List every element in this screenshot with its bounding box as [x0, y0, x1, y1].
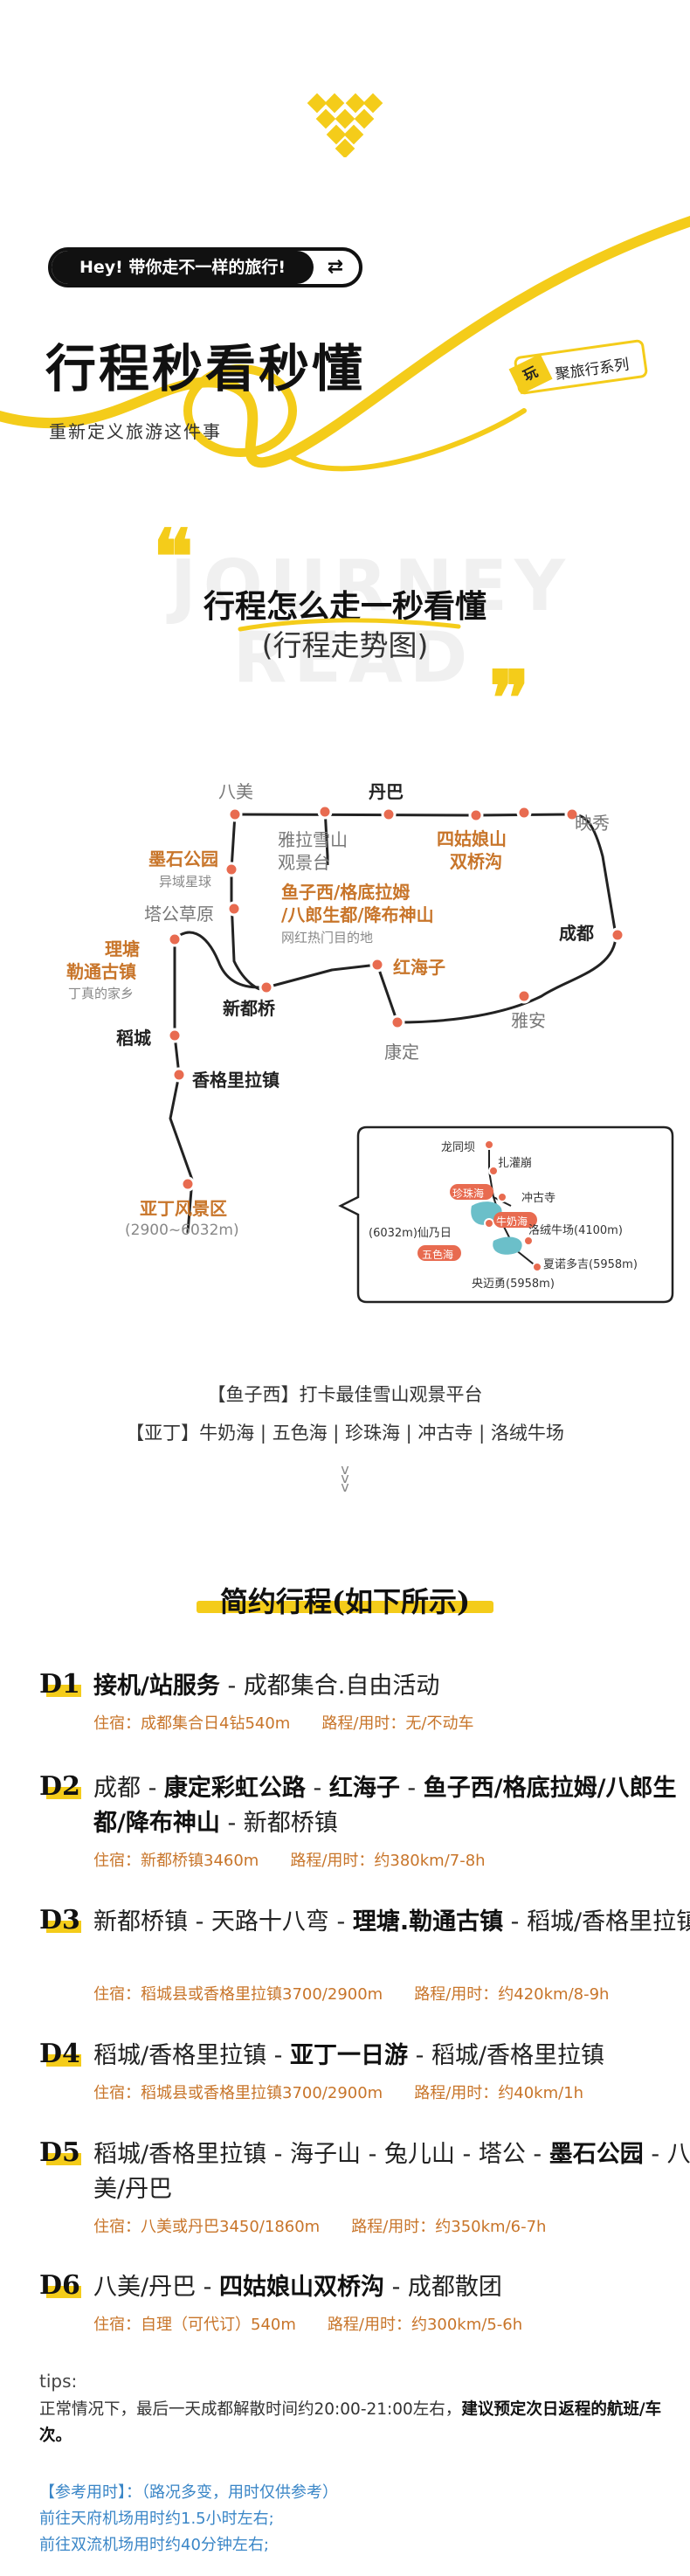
ref-title: 【参考用时】：（路况多变，用时仅供参考） — [39, 2483, 338, 2502]
tips-title: tips: — [39, 2371, 78, 2392]
day-info: 住宿：稻城县或香格里拉镇3700/2900m 路程/用时：约40km/1h — [93, 2084, 584, 2102]
inset-zhenzhuhai: 珍珠海 — [452, 1188, 485, 1200]
inset-xiannairi: (6032m)仙乃日 — [369, 1227, 452, 1240]
map-label-yading: 亚丁风景区 — [140, 1198, 227, 1219]
quote-open-icon: ❝ — [153, 513, 194, 601]
map-label-danba: 丹巴 — [369, 781, 404, 802]
map-label-yala-sub: 观景台 — [278, 852, 330, 873]
map-label-yaan: 雅安 — [511, 1010, 546, 1031]
highlight-yuzixi: 【鱼子西】打卡最佳雪山观景平台 — [207, 1384, 483, 1405]
map-label-yingxiu: 映秀 — [575, 813, 610, 834]
inset-zhaguanbeng: 扎灌崩 — [498, 1157, 533, 1170]
inset-xianuoduoji: 夏诺多吉(5958m) — [543, 1258, 638, 1271]
map-label-bamei: 八美 — [218, 781, 253, 802]
map-label-shuangqiao: 双桥沟 — [450, 851, 502, 872]
day-info: 住宿：八美或丹巴3450/1860m 路程/用时：约350km/6-7h — [93, 2218, 547, 2236]
inset-luorong: 洛绒牛场(4100m) — [528, 1224, 623, 1237]
map-label-xinduqiao: 新都桥 — [223, 998, 275, 1019]
day-route: 成都 - 康定彩虹公路 - 红海子 - 鱼子西/格底拉姆/八郎生都/降布神山 -… — [93, 1775, 677, 1837]
map-label-yala: 雅拉雪山 — [278, 829, 348, 850]
section2-highlight-bar — [197, 1601, 493, 1613]
map-label-litong: 勒通古镇 — [66, 961, 136, 982]
watermark-line-1: JOURNEY — [170, 545, 572, 627]
ref-line-1: 前往天府机场用时约1.5小时左右; — [39, 2510, 274, 2528]
day-tag-marker — [46, 1921, 81, 1933]
page-title: 行程秒看秒懂 — [45, 339, 366, 398]
map-label-tagong: 塔公草原 — [144, 904, 214, 924]
map-label-litang: 理塘 — [105, 938, 140, 959]
day-tag: D4 — [39, 2039, 80, 2069]
inset-niunaihai: 牛奶海 — [496, 1215, 528, 1228]
route-lines — [167, 804, 625, 1234]
day-tag: D2 — [39, 1771, 80, 1802]
map-label-moshi-sub: 异域星球 — [159, 874, 212, 890]
section-title-itinerary: 简约行程(如下所示) — [219, 1585, 471, 1618]
map-label-chengdu: 成都 — [559, 923, 594, 944]
highlight-yading: 【亚丁】牛奶海 | 五色海 | 珍珠海 | 冲古寺 | 洛绒牛场 — [126, 1423, 564, 1444]
day-info: 住宿：稻城县或香格里拉镇3700/2900m 路程/用时：约420km/8-9h — [93, 1985, 610, 2004]
section-subtitle-route: (行程走势图) — [261, 628, 429, 662]
day-info: 住宿：新都桥镇3460m 路程/用时：约380km/7-8h — [93, 1852, 486, 1870]
day-route: 稻城/香格里拉镇 - 海子山 - 兔儿山 - 塔公 - 墨石公园 - 八美/丹巴 — [93, 2141, 690, 2203]
brand-logo-icon — [307, 93, 383, 157]
tagline-pill: Hey! 带你走不一样的旅行! ⇄ — [48, 247, 362, 287]
map-label-yuzixi-2: /八郎生都/降布神山 — [281, 904, 434, 925]
day-info: 住宿：自理（可代订）540m 路程/用时：约300km/5-6h — [93, 2316, 523, 2334]
day-tag-marker — [46, 2153, 81, 2165]
tagline-text: Hey! 带你走不一样的旅行! — [52, 251, 314, 284]
day-tag-marker — [46, 2286, 81, 2298]
watermark-line-2: READ — [232, 617, 475, 698]
yading-inset-box — [338, 1125, 674, 1304]
series-label: 聚旅行系列 — [554, 356, 631, 384]
tips-body: 正常情况下，最后一天成都解散时间约20:00-21:00左右，建议预定次日返程的… — [39, 2400, 662, 2445]
day-route: 八美/丹巴 - 四姑娘山双桥沟 - 成都散团 — [93, 2274, 502, 2301]
map-label-moshi: 墨石公园 — [148, 848, 218, 869]
map-label-litang-sub: 丁真的家乡 — [68, 986, 135, 1001]
map-label-daocheng: 稻城 — [116, 1028, 151, 1049]
day-route: 接机/站服务 - 成都集合.自由活动 — [93, 1672, 440, 1700]
swap-icon: ⇄ — [327, 256, 344, 278]
quote-close-icon: ❞ — [489, 654, 530, 743]
page-subtitle: 重新定义旅游这件事 — [49, 421, 222, 442]
day-info: 住宿：成都集合日4钻540m 路程/用时：无/不动车 — [93, 1714, 474, 1733]
day-tag: D5 — [39, 2137, 80, 2168]
day-tag-marker — [46, 1787, 81, 1799]
inset-chonggusi: 冲古寺 — [521, 1192, 556, 1205]
route-map: 八美 丹巴 雅拉雪山 观景台 四姑娘山 双桥沟 映秀 墨石公园 异域星球 塔公草… — [0, 760, 690, 1319]
day-tag-marker — [46, 1685, 81, 1697]
ref-line-2: 前往双流机场用时约40分钟左右; — [39, 2536, 269, 2554]
map-label-kangding: 康定 — [384, 1042, 419, 1063]
day-tag: D6 — [39, 2270, 80, 2301]
day-tag: D1 — [39, 1669, 80, 1700]
map-label-yuzixi-sub: 网红热门目的地 — [281, 930, 374, 945]
day-route: 新都桥镇 - 天路十八弯 - 理塘.勒通古镇 - 稻城/香格里拉镇 — [93, 1908, 690, 1935]
day-tag: D3 — [39, 1905, 80, 1935]
inset-yangmaiyong: 央迈勇(5958m) — [472, 1278, 555, 1291]
inset-wusehai: 五色海 — [422, 1249, 454, 1261]
hero-banner: Hey! 带你走不一样的旅行! ⇄ 行程秒看秒懂 重新定义旅游这件事 玩 聚旅行… — [0, 0, 690, 489]
map-label-shangrila: 香格里拉镇 — [192, 1070, 279, 1091]
day-route: 稻城/香格里拉镇 - 亚丁一日游 - 稻城/香格里拉镇 — [93, 2042, 605, 2069]
title-underline — [238, 618, 461, 632]
day-tag-marker — [46, 2054, 81, 2067]
map-label-siguniang: 四姑娘山 — [437, 828, 507, 849]
map-label-yading-sub: (2900~6032m) — [125, 1222, 239, 1239]
map-label-yuzixi-1: 鱼子西/格底拉姆 — [281, 882, 411, 903]
journey-watermark: JOURNEY READ — [170, 545, 572, 698]
hero-swoosh — [0, 216, 690, 472]
map-label-hongyizi: 红海子 — [393, 957, 445, 978]
inset-longtongba: 龙同坝 — [441, 1141, 476, 1154]
